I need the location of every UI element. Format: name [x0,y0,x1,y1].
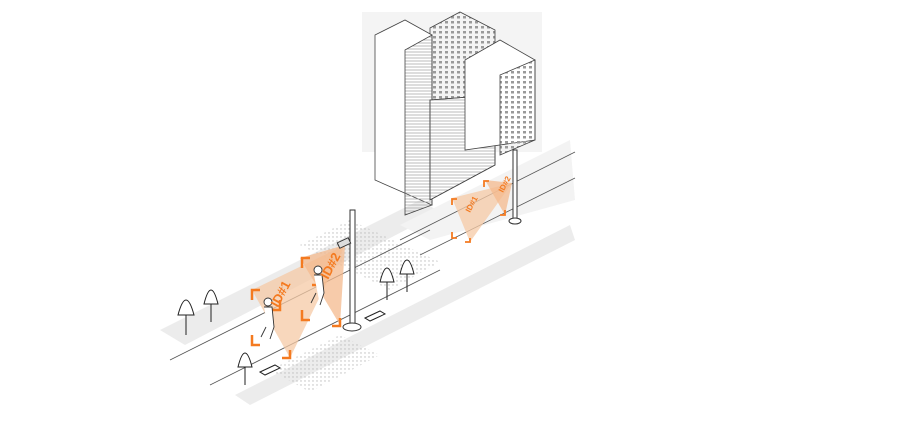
near-tracking-zone: ID#1 ID#2 [250,245,345,360]
buildings [362,11,542,216]
bounding-box-1 [250,288,292,360]
near-camera-pole [336,209,362,332]
trees [177,259,415,385]
far-camera-pole [508,149,522,225]
camera-icon [336,237,352,249]
pedestrians [260,265,325,340]
benches [258,310,387,376]
far-tracking-zone: ID#1 ID#2 [451,174,513,243]
